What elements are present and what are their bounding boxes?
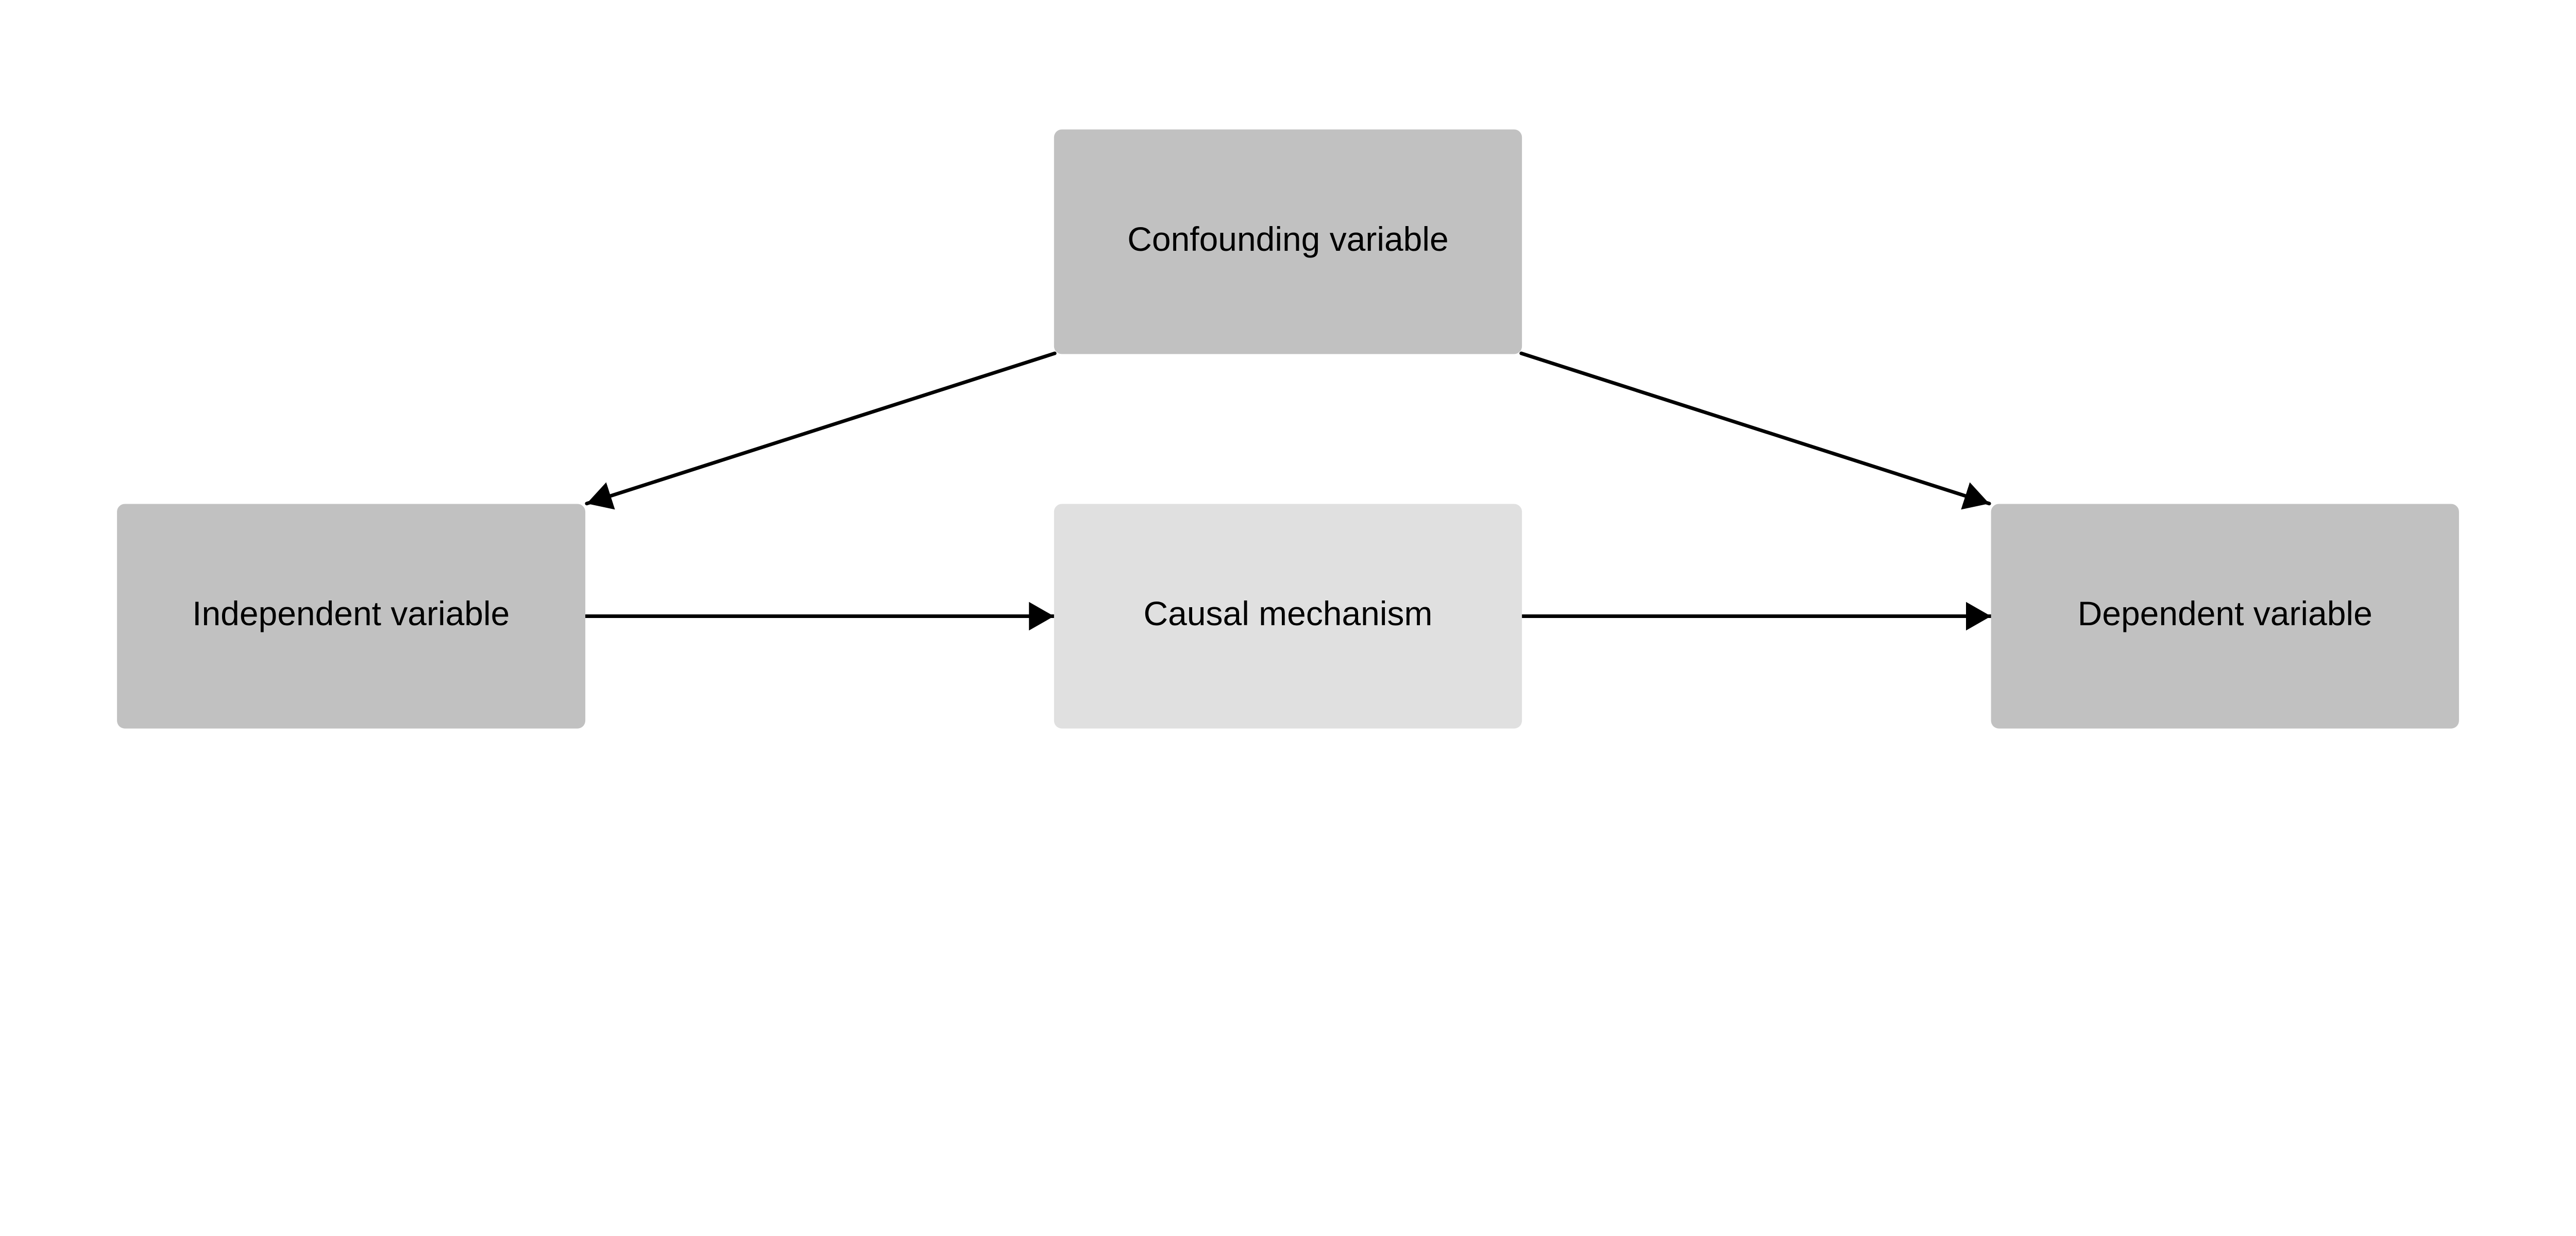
- node-dependent-variable: Dependent variable: [1991, 504, 2459, 729]
- node-label: Confounding variable: [1127, 220, 1448, 258]
- edge-confounding-to-independent: [585, 351, 1057, 510]
- node-box: [1054, 504, 1522, 729]
- node-label: Independent variable: [192, 594, 510, 632]
- node-independent-variable: Independent variable: [117, 504, 586, 729]
- edge-confounding-to-dependent: [1519, 351, 1991, 510]
- node-causal-mechanism: Causal mechanism: [1054, 504, 1522, 729]
- node-label: Dependent variable: [2078, 594, 2372, 632]
- causal-diagram: Confounding variable Independent variabl…: [117, 129, 2459, 729]
- node-box: [1054, 129, 1522, 354]
- node-box: [1991, 504, 2459, 729]
- node-label: Causal mechanism: [1144, 594, 1433, 632]
- node-confounding-variable: Confounding variable: [1054, 129, 1522, 354]
- node-box: [117, 504, 586, 729]
